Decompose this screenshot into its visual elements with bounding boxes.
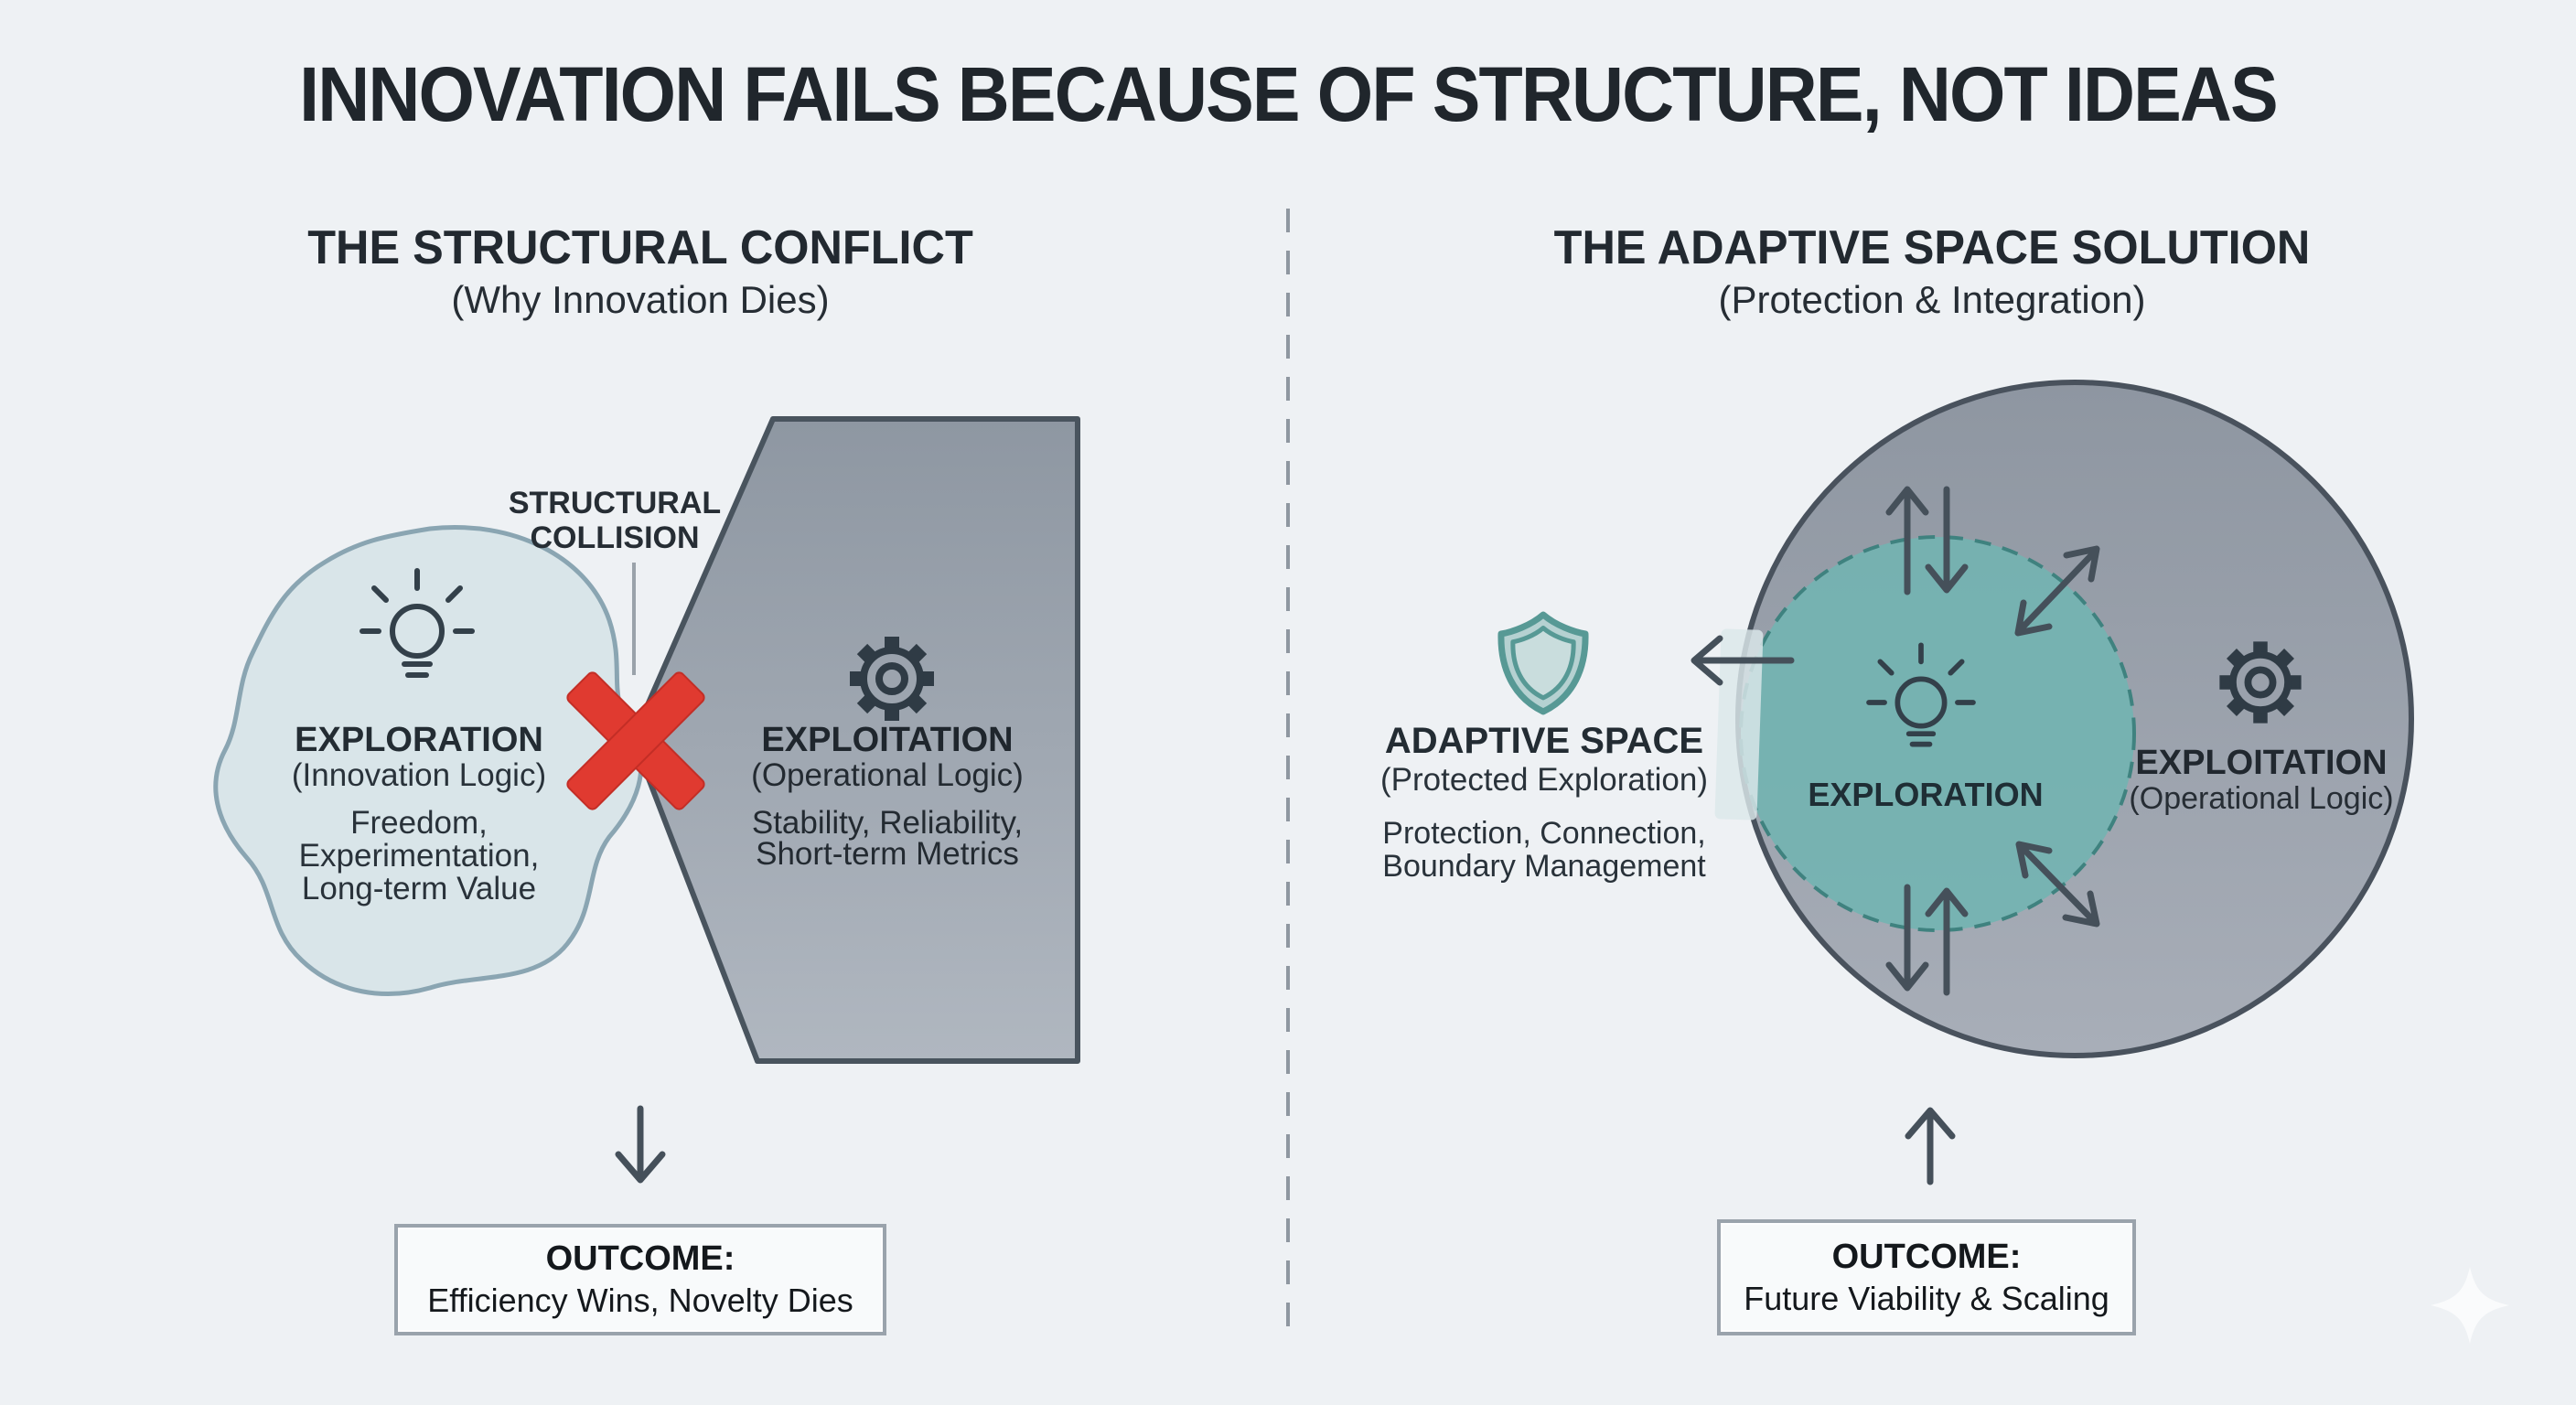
- shield-icon: [1497, 611, 1589, 715]
- adaptive-space-trait: Boundary Management: [1382, 849, 1706, 884]
- right-panel-subheading: (Protection & Integration): [1718, 278, 2146, 321]
- adaptive-space-circle: [1739, 535, 2136, 932]
- collision-label-line1: STRUCTURAL: [508, 486, 722, 520]
- exploitation-trait: Stability, Reliability,: [751, 805, 1024, 841]
- left-outcome-box: OUTCOME: Efficiency Wins, Novelty Dies: [394, 1224, 886, 1335]
- boundary-gate: [1714, 628, 1764, 820]
- red-x-icon: [566, 671, 705, 810]
- right-outcome-label: OUTCOME:: [1831, 1237, 2022, 1276]
- right-outcome-box: OUTCOME: Future Viability & Scaling: [1717, 1219, 2136, 1335]
- exploitation-logic: (Operational Logic): [751, 757, 1024, 793]
- left-panel-heading: THE STRUCTURAL CONFLICT: [307, 221, 973, 274]
- right-outcome-text: Future Viability & Scaling: [1744, 1279, 2109, 1317]
- right-exploitation-logic: (Operational Logic): [2129, 781, 2394, 816]
- exploration-name: EXPLORATION: [295, 721, 543, 759]
- exploitation-name: EXPLOITATION: [761, 721, 1014, 759]
- collision-label-line2: COLLISION: [530, 520, 700, 555]
- integration-arrow-upper: [2014, 545, 2100, 637]
- exchange-arrows-bottom: [1885, 884, 1969, 996]
- adaptive-space-trait: Protection, Connection,: [1382, 816, 1706, 851]
- outcome-arrow-up: [1905, 1107, 1956, 1185]
- adaptive-space-logic: (Protected Exploration): [1380, 762, 1708, 798]
- adaptive-space-name: ADAPTIVE SPACE: [1384, 721, 1704, 761]
- protected-exploration-label: EXPLORATION: [1808, 776, 2044, 813]
- integration-arrow-lower: [2015, 841, 2100, 928]
- outcome-arrow-down: [615, 1105, 666, 1184]
- left-panel-subheading: (Why Innovation Dies): [451, 278, 830, 321]
- sparkle-icon: [2431, 1267, 2509, 1344]
- exploitation-hexagon: [630, 416, 1080, 1064]
- exploration-trait: Freedom,: [350, 805, 488, 841]
- right-panel-heading: THE ADAPTIVE SPACE SOLUTION: [1553, 221, 2311, 274]
- exploration-logic: (Innovation Logic): [291, 757, 547, 793]
- exploration-trait: Long-term Value: [301, 871, 537, 906]
- right-exploitation-name: EXPLOITATION: [2135, 744, 2388, 782]
- protection-arrow: [1690, 635, 1795, 686]
- left-outcome-label: OUTCOME:: [545, 1239, 735, 1279]
- exploration-trait: Experimentation,: [298, 838, 540, 874]
- exploitation-trait: Short-term Metrics: [756, 836, 1019, 872]
- page-title: INNOVATION FAILS BECAUSE OF STRUCTURE, N…: [299, 51, 2279, 137]
- exchange-arrows-top: [1885, 486, 1969, 595]
- left-outcome-text: Efficiency Wins, Novelty Dies: [427, 1282, 853, 1320]
